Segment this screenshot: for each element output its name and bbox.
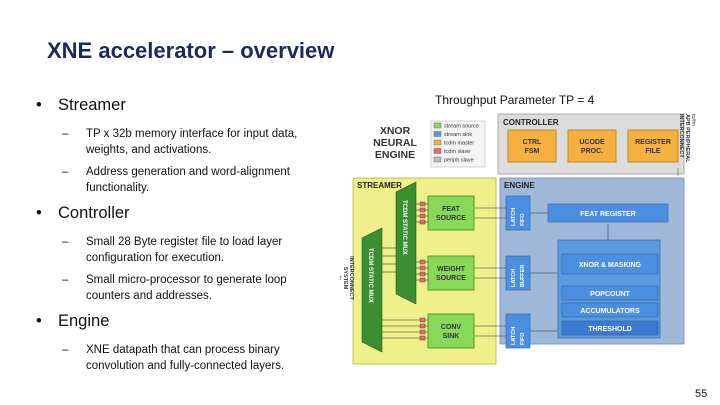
conv-sink-block [427, 313, 475, 349]
register-file-line: REGISTER [635, 139, 671, 146]
sub-bullet: –Small 28 Byte register file to load lay… [62, 236, 283, 264]
sub-bullet: –TP x 32b memory interface for input dat… [62, 128, 298, 156]
latch-line: FIFO [520, 332, 526, 345]
latch-line: LATCH [511, 208, 517, 226]
ctrl-fsm-block [507, 129, 557, 163]
sub-bullet: –Small micro-processor to generate loop … [62, 274, 287, 302]
register-file-block [627, 129, 679, 163]
ctrl-fsm-line: FSM [525, 148, 540, 155]
latch-wires [474, 207, 609, 337]
legend-entry: stream sink [444, 132, 472, 138]
legend: stream source stream sink tcdm master tc… [430, 120, 486, 168]
legend-swatch [433, 139, 442, 146]
legend-entry: stream source [444, 124, 479, 130]
sub-bullet: –XNE datapath that can process binary co… [62, 344, 285, 372]
ctrl-fsm-line: CTRL [523, 139, 542, 146]
feat-source-line: FEAT [442, 206, 460, 213]
ucode-proc-block [567, 129, 617, 163]
apb-label: to/fm APB PERIPHERAL INTERCONNECT [678, 114, 696, 163]
page-number: 55 [695, 388, 708, 400]
weight-source-block [427, 255, 475, 291]
bullet-label: Engine [58, 312, 110, 330]
tcdm-mux-lower [361, 227, 383, 353]
accumulators-block [561, 302, 659, 318]
latch-line: FIFO [520, 213, 526, 226]
feat-register-block [547, 203, 669, 223]
xnor-masking-block [561, 253, 659, 275]
legend-entry: periph slave [444, 158, 474, 164]
xne-title-line: ENGINE [375, 149, 415, 161]
legend-swatch [433, 131, 442, 137]
streamer-label: STREAMER [357, 181, 402, 190]
xne-title: XNOR NEURAL ENGINE [373, 125, 417, 161]
threshold-label: THRESHOLD [588, 326, 632, 333]
sub-bullet: –Address generation and word-alignment f… [62, 166, 290, 194]
latch-line: LATCH [511, 269, 517, 287]
apb-label-line: to/fm [690, 114, 696, 127]
system-interconnect-line: INTERCONNECT [348, 256, 354, 300]
controller-label: CONTROLLER [503, 118, 559, 127]
xne-title-line: NEURAL [373, 137, 417, 149]
weight-source-line: SOURCE [436, 275, 466, 282]
latch-fifo-block [505, 313, 531, 349]
apb-label-line: APB PERIPHERAL [684, 114, 690, 163]
tcdm-ports [419, 201, 426, 341]
xne-title-line: XNOR [380, 125, 411, 137]
latch-fifo-block [505, 195, 531, 231]
threshold-block [561, 320, 659, 336]
conv-sink-line: SINK [443, 333, 460, 340]
weight-source-line: WEIGHT [437, 266, 466, 273]
accumulators-label: ACCUMULATORS [580, 308, 640, 315]
legend-entry: tcdm slave [444, 149, 470, 155]
xnor-masking-label: XNOR & MASKING [579, 262, 642, 269]
bullet-engine: •Engine [36, 312, 110, 330]
slide-title: XNE accelerator – overview [47, 38, 335, 63]
legend-swatch [433, 156, 442, 163]
bullet-streamer: •Streamer [36, 96, 126, 114]
popcount-label: POPCOUNT [590, 291, 630, 298]
feat-source-block [427, 195, 475, 231]
popcount-block [561, 285, 659, 301]
latch-line: BUFFER [520, 265, 526, 287]
latch-line: LATCH [511, 327, 517, 345]
system-interconnect-label: to SYSTEM INTERCONNECT [340, 256, 354, 300]
tcdm-mux-lower-label: TCDM STATIC MUX [367, 248, 373, 303]
legend-swatch [433, 148, 442, 154]
legend-swatch [433, 122, 442, 129]
engine-label: ENGINE [504, 181, 535, 190]
tcdm-mux-upper-label: TCDM STATIC MUX [401, 200, 407, 255]
conv-sink-line: CONV [441, 324, 462, 331]
ucode-proc-line: PROC. [581, 148, 603, 155]
legend-entry: tcdm master [444, 141, 474, 147]
feat-source-line: SOURCE [436, 215, 466, 222]
tcdm-mux-upper [395, 181, 417, 305]
latch-buffer-block [505, 255, 531, 291]
bullet-label: Streamer [58, 96, 126, 114]
system-interconnect-line: to [340, 276, 342, 281]
apb-label-line: INTERCONNECT [678, 114, 684, 158]
register-file-line: FILE [645, 148, 660, 155]
ucode-proc-line: UCODE [579, 139, 605, 146]
throughput-label: Throughput Parameter TP = 4 [435, 93, 595, 107]
system-interconnect-line: SYSTEM [342, 267, 348, 290]
bullet-controller: •Controller [36, 204, 130, 222]
xne-block-diagram: XNOR NEURAL ENGINE stream source stream … [340, 113, 696, 365]
feat-register-label: FEAT REGISTER [580, 211, 635, 218]
bullet-label: Controller [58, 204, 130, 222]
